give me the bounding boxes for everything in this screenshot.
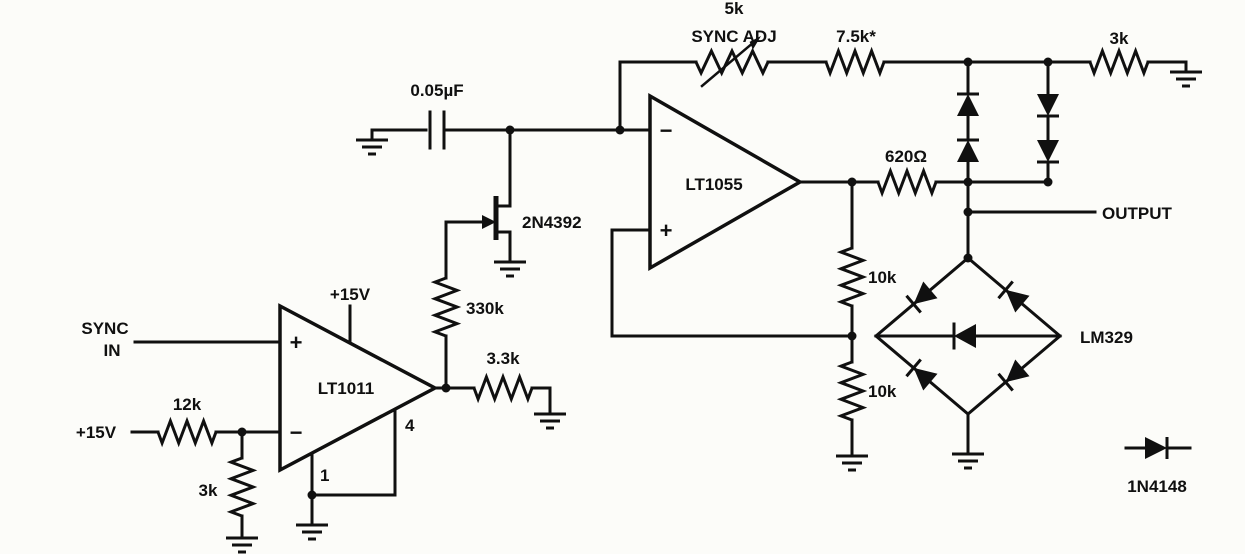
resistor-10k-lower bbox=[836, 360, 868, 422]
sync-in-label-2: IN bbox=[104, 341, 121, 360]
resistor-10k-upper bbox=[836, 246, 868, 308]
resistor-3k-bias-label: 3k bbox=[199, 481, 218, 500]
ground-top-right bbox=[1168, 60, 1204, 88]
jfet-label: 2N4392 bbox=[522, 213, 582, 232]
clamp-diode-icon bbox=[955, 92, 981, 118]
resistor-3k-top bbox=[1088, 46, 1150, 78]
opamp-plus-sign: + bbox=[660, 218, 673, 243]
pot-wiper-arrow-icon bbox=[700, 36, 761, 88]
opamp-lt1055-body bbox=[648, 92, 804, 272]
wires bbox=[130, 60, 1192, 530]
capacitor-label: 0.05µF bbox=[410, 81, 463, 100]
opamp-minus-sign: − bbox=[660, 118, 673, 143]
resistor-7.5k-label: 7.5k* bbox=[836, 27, 876, 46]
ground-3.3k bbox=[532, 402, 568, 430]
comparator-minus-sign: − bbox=[290, 420, 303, 445]
clamp-diode-icon bbox=[1035, 92, 1061, 118]
capacitor-0.05uF bbox=[428, 110, 446, 150]
comparator-plus-sign: + bbox=[290, 330, 303, 355]
resistor-330k bbox=[430, 276, 462, 338]
ground-divider bbox=[834, 444, 870, 472]
opamp-name-label: LT1055 bbox=[685, 175, 742, 194]
jfet-2n4392 bbox=[482, 196, 499, 240]
resistor-10k-lower-label: 10k bbox=[868, 382, 897, 401]
ground-pin1 bbox=[294, 513, 330, 541]
resistor-620ohm bbox=[876, 166, 938, 198]
lm329-reference-diode-icon bbox=[952, 322, 976, 350]
wire-top-rail bbox=[618, 60, 1188, 132]
wire-bias-network bbox=[130, 430, 282, 530]
pot-name-label: SYNC ADJ bbox=[691, 27, 776, 46]
resistor-3k-top-label: 3k bbox=[1110, 29, 1129, 48]
resistor-3.3k-label: 3.3k bbox=[486, 349, 520, 368]
reference-label: LM329 bbox=[1080, 328, 1133, 347]
ground-cap bbox=[354, 128, 390, 156]
jfet-gate-arrow-icon bbox=[482, 215, 496, 229]
ground-jfet-source bbox=[492, 250, 528, 278]
wire-jfet-leads bbox=[444, 128, 512, 280]
resistor-330k-label: 330k bbox=[466, 299, 504, 318]
wire-bridge-stem bbox=[966, 180, 1097, 446]
comparator-name-label: LT1011 bbox=[318, 379, 374, 398]
wire-pin-strap bbox=[310, 407, 397, 517]
pin4-label: 4 bbox=[405, 416, 415, 435]
resistor-12k-label: 12k bbox=[173, 395, 202, 414]
ground-bridge bbox=[950, 442, 986, 470]
clamp-diode-icon bbox=[1035, 138, 1061, 164]
legend-1n4148-diode-icon bbox=[1143, 435, 1169, 461]
output-label: OUTPUT bbox=[1102, 204, 1173, 223]
clamp-diode-icon bbox=[955, 138, 981, 164]
resistor-10k-upper-label: 10k bbox=[868, 268, 897, 287]
resistor-620-label: 620Ω bbox=[885, 147, 927, 166]
pin1-label: 1 bbox=[320, 466, 329, 485]
supply-left-label: +15V bbox=[76, 423, 117, 442]
junction-dots bbox=[237, 57, 1053, 500]
pot-value-label: 5k bbox=[725, 0, 744, 18]
resistor-12k bbox=[156, 416, 218, 448]
resistor-7.5k bbox=[824, 46, 886, 78]
resistor-sync-adj-pot bbox=[694, 47, 770, 77]
supply-top-label: +15V bbox=[330, 285, 371, 304]
resistor-3k-bias bbox=[226, 456, 258, 518]
sync-in-label-1: SYNC bbox=[81, 319, 128, 338]
ground-bias bbox=[224, 526, 260, 554]
resistor-3.3k bbox=[472, 372, 534, 404]
wire-plus-feedback bbox=[610, 228, 854, 338]
comparator-lt1011-body bbox=[278, 303, 439, 473]
legend-diode-label: 1N4148 bbox=[1127, 477, 1187, 496]
